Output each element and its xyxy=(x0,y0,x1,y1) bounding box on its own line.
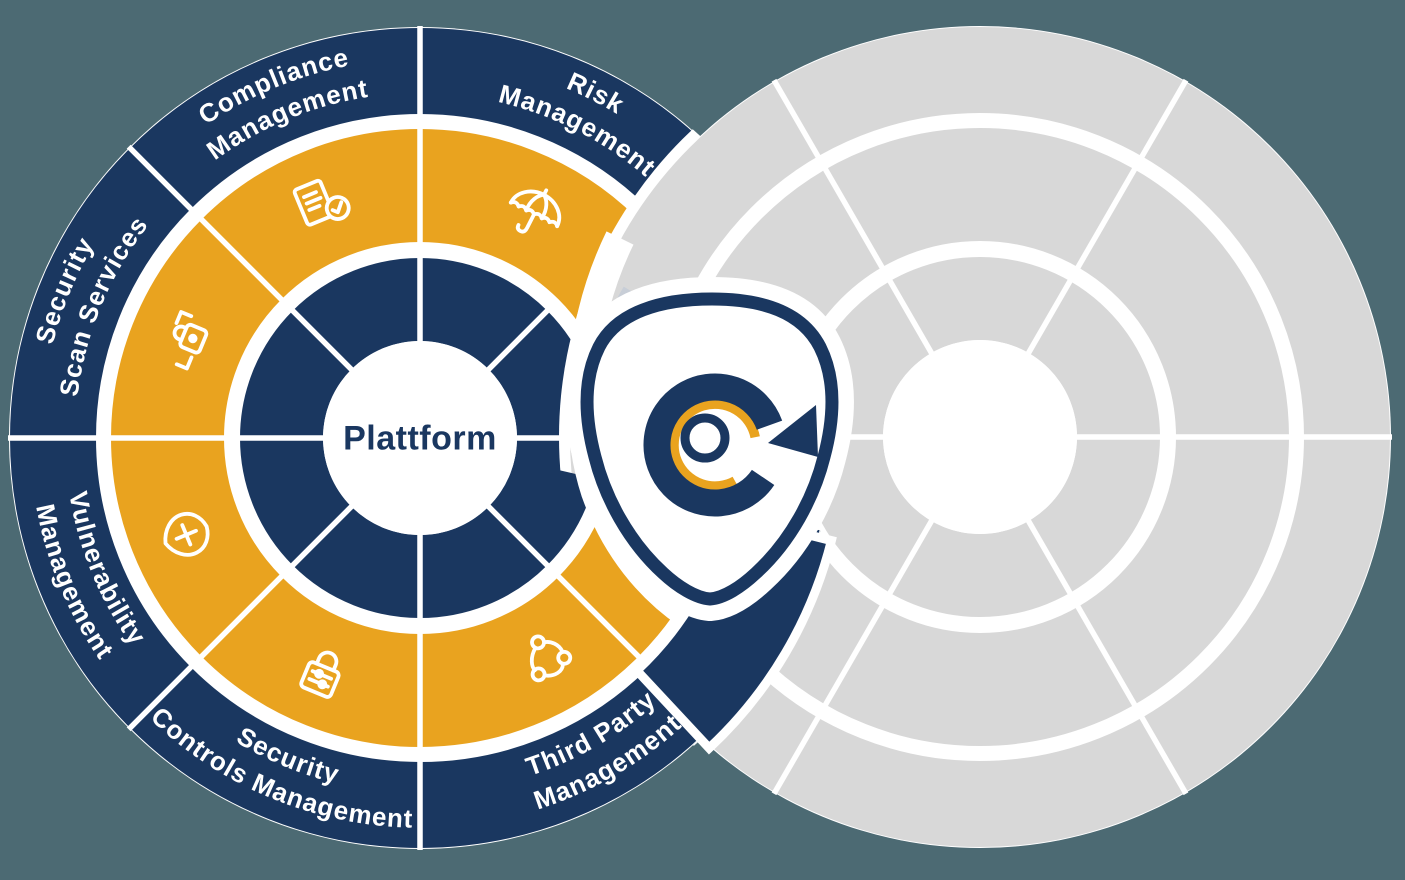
logo-c-wedge xyxy=(768,405,818,457)
scan-lock-icon xyxy=(172,310,209,371)
ghost-wheel-hub xyxy=(883,340,1077,534)
shield-plus-icon xyxy=(163,511,210,557)
platform-wheel-hub xyxy=(323,341,517,535)
logo-navy-c xyxy=(643,373,783,517)
network-nodes-icon xyxy=(529,634,573,683)
logo-center-ring xyxy=(680,413,730,463)
padlock-sliders-icon xyxy=(299,650,341,699)
shield-c-logo xyxy=(565,277,854,621)
wheel-center-label: Plattform xyxy=(343,419,497,458)
document-check-icon xyxy=(292,178,351,227)
umbrella-icon xyxy=(508,188,562,234)
logo-orange-c xyxy=(669,399,760,491)
